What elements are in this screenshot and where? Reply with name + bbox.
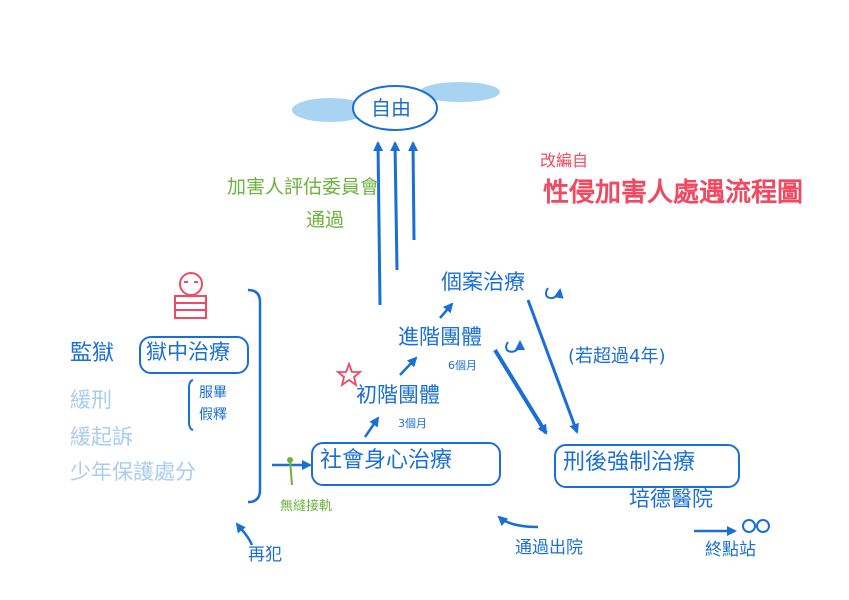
cloud-shape <box>292 82 500 131</box>
deferred-label: 緩起訴 <box>70 425 133 449</box>
loop-glyph-icon <box>742 519 770 533</box>
committee-label: 加害人評估委員會 <box>227 176 380 198</box>
forced-treatment-box <box>554 444 740 488</box>
social-treatment-label: 社會身心治療 <box>320 448 453 473</box>
arrow-individual-to-forced <box>526 299 579 434</box>
sentence-done-label: 服畢 <box>199 385 227 401</box>
hospital-label: 培德醫院 <box>629 487 713 511</box>
page-title: 性侵加害人處遇流程圖 <box>543 178 804 208</box>
title-prefix: 改編自 <box>540 151 589 170</box>
forced-treatment-label: 刑後強制治療 <box>563 450 696 475</box>
reoffend-arrow <box>235 522 254 546</box>
loop-arrow-advanced <box>505 340 525 353</box>
arrow-beginner-to-advanced <box>399 356 418 376</box>
beginner-group-label: 初階團體 <box>356 383 440 407</box>
star-icon <box>335 361 363 388</box>
seamless-marker <box>289 459 293 486</box>
beginner-duration: 3個月 <box>398 417 427 430</box>
individual-therapy-label: 個案治療 <box>441 270 525 294</box>
discharge-arrow <box>497 515 539 529</box>
if-over-label: (若超過4年) <box>568 346 666 367</box>
arrow-to-freedom-2 <box>390 141 401 271</box>
seamless-label: 無縫接軌 <box>280 499 333 514</box>
social-treatment-box <box>311 442 501 486</box>
freedom-label: 自由 <box>371 96 411 120</box>
parole-label: 假釋 <box>199 407 227 423</box>
prison-treatment-label: 獄中治療 <box>146 340 230 364</box>
left-bracket <box>247 288 262 504</box>
advanced-group-label: 進階團體 <box>398 325 482 349</box>
terminal-label: 終點站 <box>705 540 756 560</box>
advanced-duration: 6個月 <box>448 359 477 372</box>
small-bracket <box>188 379 194 431</box>
discharge-label: 通過出院 <box>515 538 583 558</box>
juvenile-label: 少年保護處分 <box>70 460 196 484</box>
probation-label: 緩刑 <box>70 388 112 412</box>
arrow-to-freedom-1 <box>373 141 384 306</box>
prisoner-icon <box>174 272 207 319</box>
arrow-advanced-to-individual <box>439 302 454 319</box>
prison-label: 監獄 <box>70 341 115 366</box>
prison-treatment-box <box>139 336 249 374</box>
loop-arrow-individual <box>545 287 564 299</box>
arrow-advanced-to-forced <box>493 348 548 435</box>
arrow-social-to-beginner <box>363 416 380 438</box>
reoffend-label: 再犯 <box>248 545 282 565</box>
committee-pass-label: 通過 <box>306 209 345 231</box>
arrow-to-freedom-3 <box>408 141 419 241</box>
